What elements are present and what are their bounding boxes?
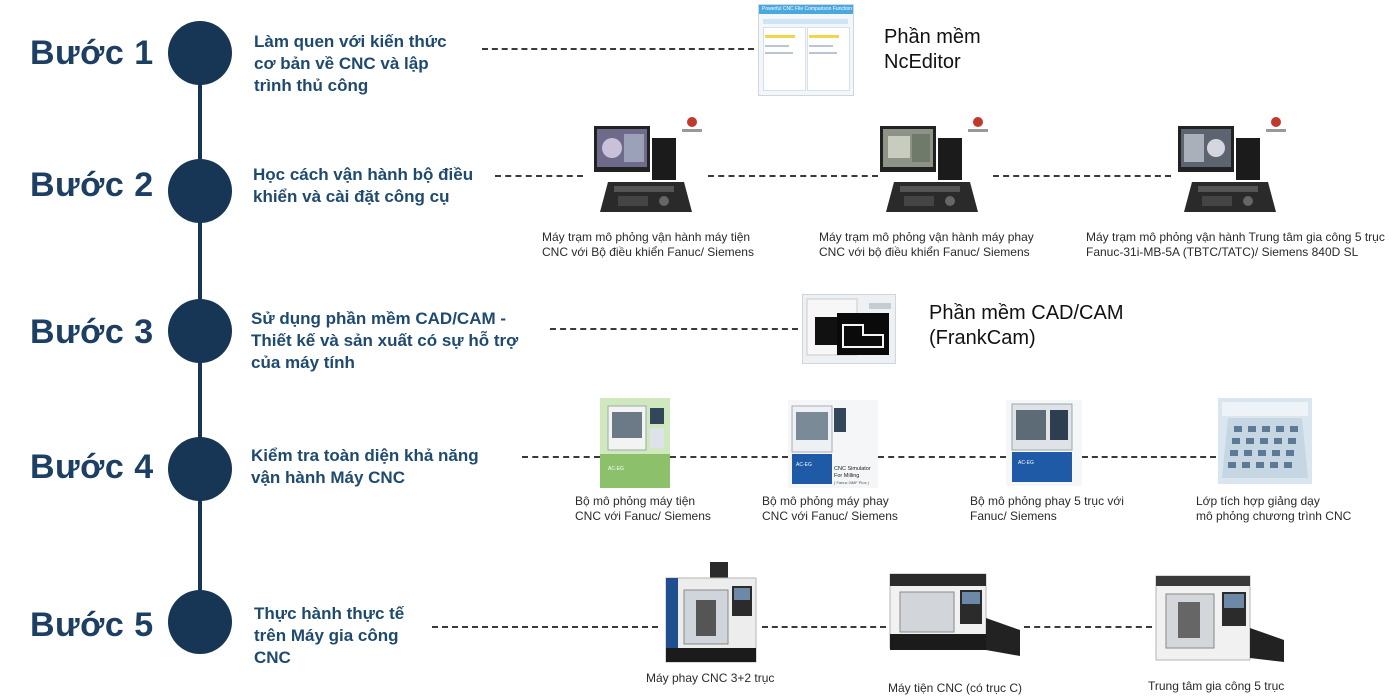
caption-line: Bộ mô phỏng máy tiện	[575, 494, 696, 508]
caption-line: Fanuc/ Siemens	[970, 509, 1057, 523]
step-2-node	[168, 159, 232, 223]
step-2-desc-line: Học cách vận hành bộ điều	[253, 165, 474, 184]
step-1-description: Làm quen với kiến thức cơ bản về CNC và …	[254, 31, 447, 97]
step-4-label: Bước 4	[30, 448, 154, 486]
milling-simulator-sub: ( Fanuc 0iMF Plus )	[834, 480, 870, 485]
step-1-desc-line: trình thủ công	[254, 76, 369, 95]
frankcam-title-line: Phần mềm CAD/CAM	[929, 302, 1124, 324]
step-4-connector-a	[522, 456, 600, 458]
step-5-connector-c	[1024, 626, 1152, 628]
step-4-desc-line: Kiểm tra toàn diện khả năng	[251, 446, 479, 465]
classroom-caption: Lớp tích hợp giảng dạy mô phỏng chương t…	[1196, 494, 1351, 524]
milling-simulator-badge: AC-EG	[796, 462, 812, 468]
step-3-desc-line: Thiết kế và sản xuất có sự hỗ trợ	[251, 331, 519, 350]
lathe-workstation-image	[594, 117, 702, 212]
step-1-node	[168, 21, 232, 85]
step-4-connector-b	[670, 456, 788, 458]
step-5-desc-line: Thực hành thực tế	[254, 604, 405, 623]
caption-line: Bộ mô phỏng phay 5 trục với	[970, 494, 1124, 508]
nceditor-title: Phần mềm NcEditor	[884, 25, 981, 75]
step-5-connector-a	[432, 626, 658, 628]
milling-simulator-label-1: CNC Simulator	[834, 466, 871, 472]
step-3-connector	[550, 328, 798, 330]
milling-workstation-image	[880, 117, 988, 212]
step-2-connector-a	[495, 175, 583, 177]
step-3-node	[168, 299, 232, 363]
step-1-label: Bước 1	[30, 34, 154, 72]
five-axis-center-image	[1155, 575, 1284, 662]
milling-simulator-caption: Bộ mô phỏng máy phay CNC với Fanuc/ Siem…	[762, 494, 898, 524]
frankcam-title-line: (FrankCam)	[929, 327, 1036, 349]
step-2-desc-line: khiển và cài đặt công cụ	[253, 187, 450, 206]
lathe-workstation-caption: Máy trạm mô phỏng vận hành máy tiện CNC …	[542, 230, 754, 260]
nceditor-title-line: NcEditor	[884, 51, 961, 73]
step-4-description: Kiểm tra toàn diện khả năng vận hành Máy…	[251, 445, 479, 489]
step-3-desc-line: Sử dụng phần mềm CAD/CAM -	[251, 309, 507, 328]
nceditor-window-header: Powerful CNC File Comparison Function	[759, 5, 853, 14]
step-5-desc-line: trên Máy gia công	[254, 626, 399, 645]
lathe-simulator-badge: AC-EG	[608, 466, 624, 472]
caption-line: Máy trạm mô phỏng vận hành Trung tâm gia…	[1086, 230, 1385, 244]
milling-machine-caption: Máy phay CNC 3+2 trục	[646, 671, 775, 685]
five-axis-workstation-image	[1178, 117, 1286, 212]
frankcam-title: Phần mềm CAD/CAM (FrankCam)	[929, 301, 1124, 351]
five-axis-workstation-caption: Máy trạm mô phỏng vận hành Trung tâm gia…	[1086, 230, 1385, 260]
caption-line: Lớp tích hợp giảng dạy	[1196, 494, 1320, 508]
five-axis-simulator-image: AC-EG	[1006, 400, 1082, 486]
step-3-description: Sử dụng phần mềm CAD/CAM - Thiết kế và s…	[251, 308, 518, 374]
lathe-simulator-image: AC-EG	[600, 398, 670, 488]
step-2-description: Học cách vận hành bộ điều khiển và cài đ…	[253, 164, 473, 208]
step-3-label: Bước 3	[30, 313, 154, 351]
classroom-render-image	[1218, 398, 1312, 484]
milling-machine-image	[665, 562, 757, 663]
step-4-connector-c	[878, 456, 1006, 458]
step-4-node	[168, 437, 232, 501]
step-5-label: Bước 5	[30, 606, 154, 644]
five-axis-center-caption: Trung tâm gia công 5 trục	[1148, 679, 1285, 693]
caption-line: CNC với bộ điều khiển Fanuc/ Siemens	[819, 245, 1030, 259]
milling-simulator-image: AC-EG CNC Simulator For Milling ( Fanuc …	[788, 400, 878, 488]
step-2-label: Bước 2	[30, 166, 154, 204]
step-4-connector-d	[1082, 456, 1216, 458]
nceditor-title-line: Phần mềm	[884, 26, 981, 48]
lathe-machine-caption: Máy tiện CNC (có trục C)	[888, 681, 1023, 695]
step-4-desc-line: vận hành Máy CNC	[251, 468, 405, 487]
step-1-desc-line: Làm quen với kiến thức	[254, 32, 447, 51]
frankcam-screenshot	[802, 294, 896, 364]
caption-line: mô phỏng chương trình CNC	[1196, 509, 1352, 523]
caption-line: Fanuc-31i-MB-5A (TBTC/TATC)/ Siemens 840…	[1086, 245, 1359, 259]
lathe-machine-image	[889, 573, 1020, 656]
step-1-desc-line: cơ bản về CNC và lập	[254, 54, 429, 73]
milling-simulator-label-2: For Milling	[834, 473, 859, 479]
step-5-desc-line: CNC	[254, 648, 291, 667]
caption-line: CNC với Bộ điều khiển Fanuc/ Siemens	[542, 245, 754, 259]
caption-line: CNC với Fanuc/ Siemens	[762, 509, 898, 523]
caption-line: CNC với Fanuc/ Siemens	[575, 509, 711, 523]
step-3-desc-line: của máy tính	[251, 353, 355, 372]
step-2-connector-b	[708, 175, 878, 177]
caption-line: Máy trạm mô phỏng vận hành máy phay	[819, 230, 1034, 244]
step-1-connector	[482, 48, 754, 50]
caption-line: Bộ mô phỏng máy phay	[762, 494, 889, 508]
step-5-node	[168, 590, 232, 654]
lathe-simulator-caption: Bộ mô phỏng máy tiện CNC với Fanuc/ Siem…	[575, 494, 711, 524]
five-axis-simulator-caption: Bộ mô phỏng phay 5 trục với Fanuc/ Sieme…	[970, 494, 1124, 524]
five-axis-simulator-badge: AC-EG	[1018, 460, 1034, 466]
step-5-description: Thực hành thực tế trên Máy gia công CNC	[254, 603, 404, 669]
nceditor-screenshot: Powerful CNC File Comparison Function	[758, 4, 854, 96]
step-5-connector-b	[762, 626, 886, 628]
step-2-connector-c	[993, 175, 1171, 177]
milling-workstation-caption: Máy trạm mô phỏng vận hành máy phay CNC …	[819, 230, 1034, 260]
caption-line: Máy trạm mô phỏng vận hành máy tiện	[542, 230, 751, 244]
